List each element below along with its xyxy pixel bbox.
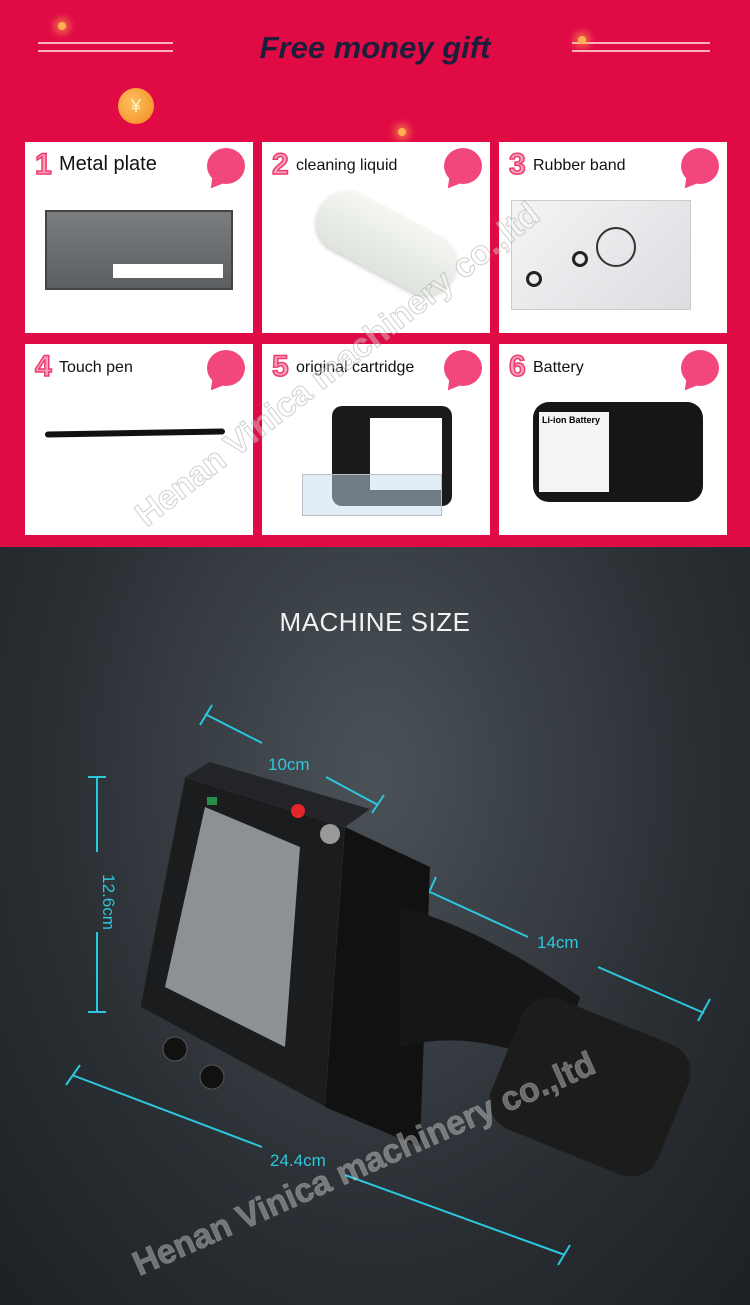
sparkle <box>398 128 406 136</box>
dimension-lines <box>65 704 711 1266</box>
speech-bubble-icon <box>207 350 245 386</box>
cartridge-clip <box>302 474 442 516</box>
gift-label: Rubber band <box>533 157 626 174</box>
gift-number: 4 <box>34 349 52 384</box>
speech-bubble-icon <box>207 148 245 184</box>
sparkle <box>578 36 586 44</box>
speech-bubble-icon <box>681 350 719 386</box>
gift-label: Battery <box>533 359 584 376</box>
touch-pen-image <box>44 428 226 438</box>
rubber-band-bag-image <box>511 200 691 310</box>
battery-label: Li-ion Battery <box>539 412 609 492</box>
printer-body <box>139 762 691 1177</box>
free-gift-section: Free money gift ¥ 1 Metal plate 2 cleani… <box>0 0 750 547</box>
gift-card-metal-plate: 1 Metal plate <box>25 142 253 333</box>
gift-label: cleaning liquid <box>296 157 398 174</box>
gift-card-battery: 6 Battery Li-ion Battery <box>499 344 727 535</box>
gift-number: 3 <box>508 147 526 182</box>
dimension-depth: 14cm <box>537 933 579 952</box>
battery-image: Li-ion Battery <box>533 402 703 502</box>
gift-number: 5 <box>271 349 289 384</box>
yen-coin-icon: ¥ <box>118 88 154 124</box>
dimension-length: 24.4cm <box>270 1151 326 1170</box>
divider-line <box>572 42 710 44</box>
divider-line <box>38 42 173 44</box>
gift-card-touch-pen: 4 Touch pen <box>25 344 253 535</box>
gift-label: original cartridge <box>296 359 415 376</box>
gift-card-cartridge: 5 original cartridge <box>262 344 490 535</box>
dimension-width: 10cm <box>268 755 310 774</box>
divider-line <box>572 50 710 52</box>
machine-illustration <box>65 704 711 1266</box>
page-title: Free money gift <box>259 30 491 65</box>
section-title: MACHINE SIZE <box>279 607 471 637</box>
divider-line <box>38 50 173 52</box>
gift-number: 2 <box>271 147 289 182</box>
gift-card-rubber-band: 3 Rubber band <box>499 142 727 333</box>
speech-bubble-icon <box>444 350 482 386</box>
speech-bubble-icon <box>681 148 719 184</box>
gift-number: 6 <box>508 349 526 384</box>
sparkle <box>58 22 66 30</box>
dimension-height: 12.6cm <box>98 874 118 930</box>
metal-plate-image <box>45 210 233 290</box>
machine-size-section: MACHINE SIZE 10cm 12.6cm 14cm 24. <box>0 547 750 1305</box>
gift-label: Touch pen <box>59 359 133 376</box>
gift-number: 1 <box>34 147 52 182</box>
speech-bubble-icon <box>444 148 482 184</box>
gift-label: Metal plate <box>59 153 157 175</box>
gift-card-cleaning-liquid: 2 cleaning liquid <box>262 142 490 333</box>
